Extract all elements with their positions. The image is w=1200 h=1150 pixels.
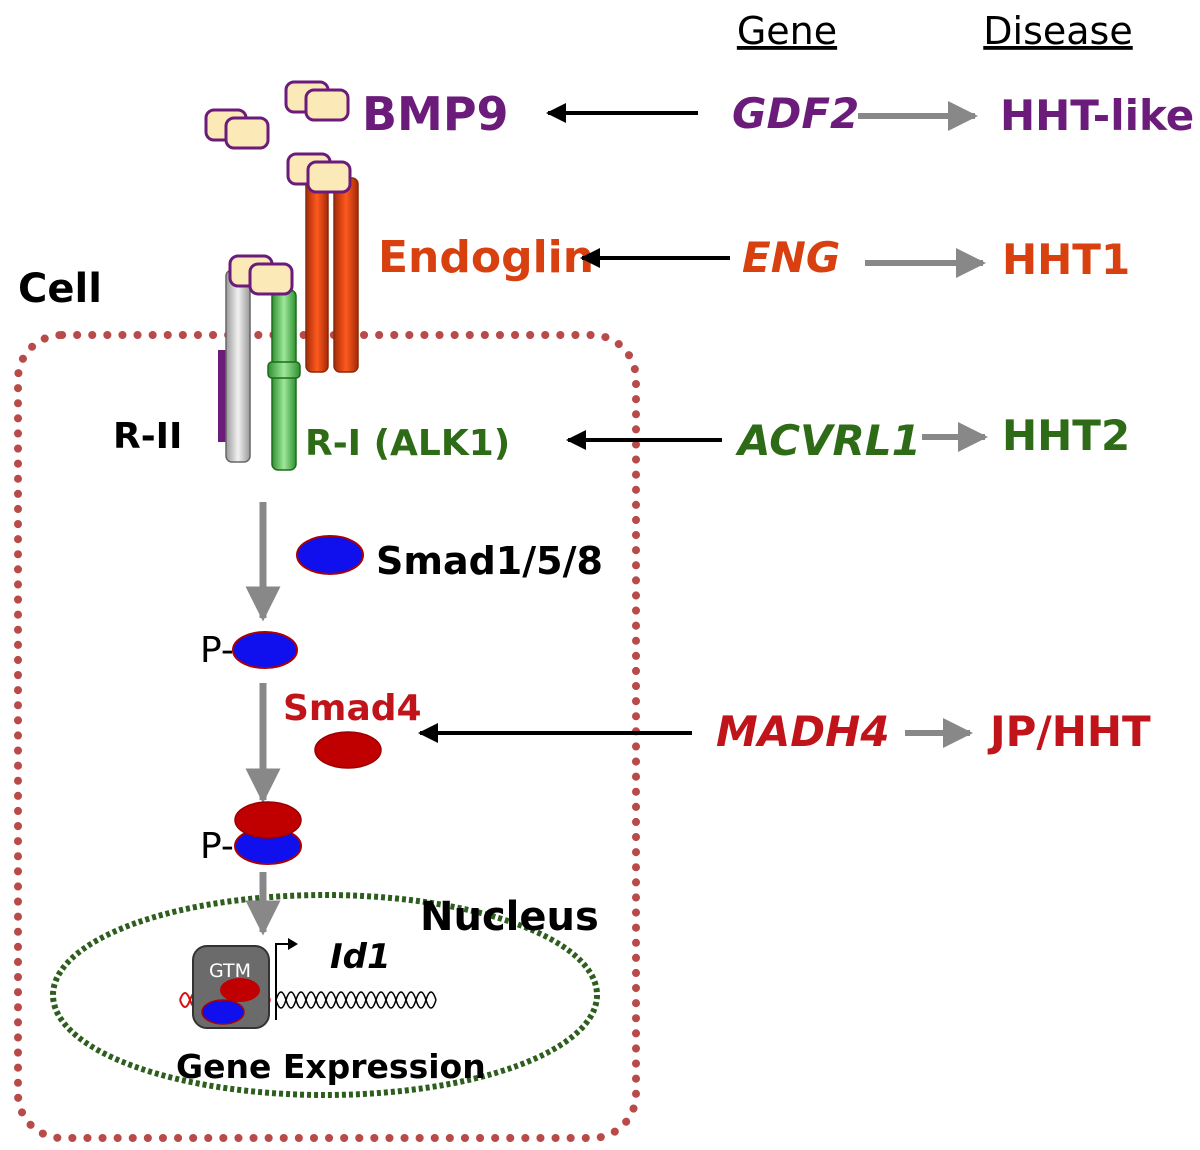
gtm-label: GTM: [209, 960, 251, 982]
nucleus-label: Nucleus: [420, 894, 599, 940]
smad158-label: Smad1/5/8: [376, 539, 603, 583]
smad4-label: Smad4: [283, 688, 422, 729]
disease-jp-hht: JP/HHT: [987, 707, 1151, 756]
gene-gdf2: GDF2: [732, 89, 859, 138]
disease-hht1: HHT1: [1002, 235, 1130, 284]
gene-acvrl1: ACVRL1: [735, 416, 921, 465]
gene-column-header: Gene: [737, 9, 837, 53]
phospho-label-2: P-: [200, 826, 234, 867]
smad4-icon: [314, 731, 382, 769]
phospho-label-1: P-: [200, 630, 234, 671]
endoglin-label: Endoglin: [378, 232, 594, 283]
disease-hht2: HHT2: [1002, 411, 1130, 460]
gene-expression-label: Gene Expression: [176, 1047, 486, 1086]
alk1-receptor-label: R-I (ALK1): [305, 423, 510, 464]
bmp9-label: BMP9: [362, 87, 509, 141]
cell-label: Cell: [18, 266, 102, 312]
gene-eng: ENG: [742, 233, 840, 282]
transcription-machinery-icon: GTM: [179, 945, 271, 1029]
disease-hht-like: HHT-like: [1000, 91, 1194, 140]
id1-gene-icon: [275, 938, 437, 1020]
alk1-receptor-icon: [228, 254, 301, 471]
nucleus-boundary: [50, 892, 600, 1098]
smad-complex-icon: [234, 801, 302, 865]
type-ii-receptor-icon: [218, 269, 251, 463]
phospho-smad-icon: [232, 631, 298, 669]
cell-boundary: [14, 331, 640, 1142]
endoglin-receptor-icon: [286, 152, 359, 373]
smad158-icon: [296, 535, 364, 575]
disease-column-header: Disease: [983, 9, 1132, 53]
type-ii-receptor-label: R-II: [113, 416, 182, 457]
id1-label: Id1: [330, 937, 391, 977]
bmp9-ligand-icon: [204, 80, 350, 150]
gene-madh4: MADH4: [716, 707, 890, 756]
